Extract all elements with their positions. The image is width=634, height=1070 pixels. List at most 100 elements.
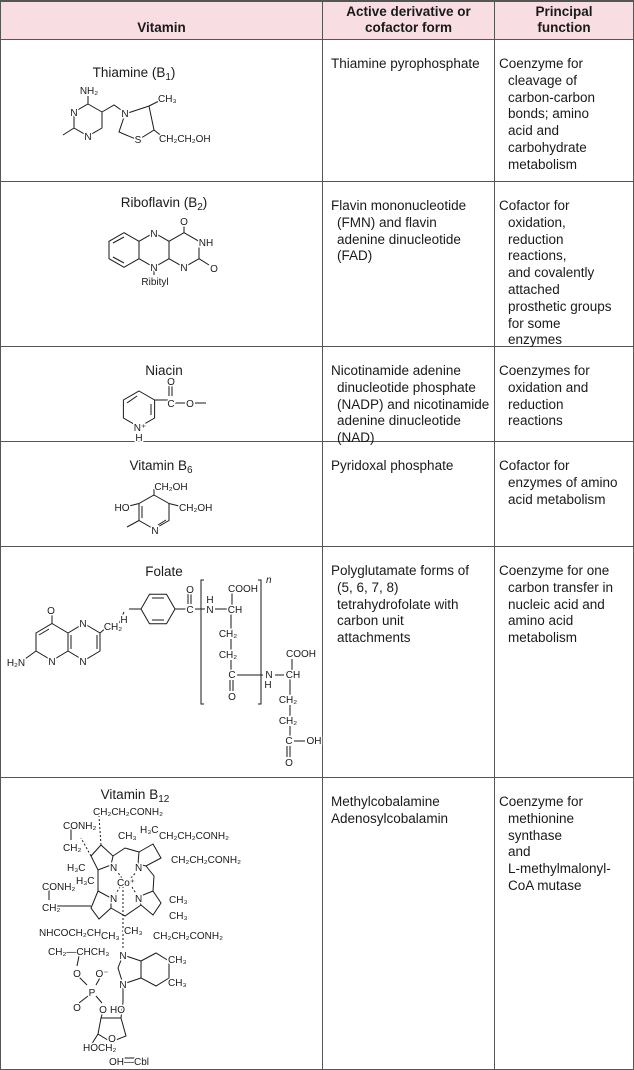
label: n [266,575,272,586]
derivative-line: (5, 6, 7, 8) [337,579,399,595]
function-line: methionine [508,810,575,826]
label: N [79,657,86,668]
function-cell: Coenzyme for cleavage of carbon-carbon b… [495,40,633,181]
label: O [180,217,188,228]
label: CH₃ [168,955,187,966]
function-cell: Coenzyme for one carbon transfer in nucl… [495,547,633,777]
label: CH₂CH₂CONH₂ [93,807,163,818]
header-line: cofactor form [364,20,452,35]
function-line: L-methylmalonyl- [508,861,611,877]
label: N [84,132,91,143]
function-line: carbon-carbon [508,89,596,105]
label: N [79,619,86,630]
label: O [228,692,236,703]
derivative-line: (FMN) and flavin [337,214,437,230]
function-line: metabolism [508,156,578,172]
label: S [135,135,142,146]
function-line: cleavage of [508,72,578,88]
label: NH [199,238,213,249]
function-cell: Coenzymes for oxidation and reduction re… [495,347,633,447]
label: N [150,229,157,240]
derivative-line: adenine dinucleotide [337,413,461,429]
label: N [119,951,126,962]
label: CH₂OH [179,503,212,514]
function-line: reactions [508,413,563,429]
derivative-line: carbon unit [337,613,404,629]
derivative-line: Adenosylcobalamin [331,810,449,826]
function-line: carbon transfer in [508,579,614,595]
label: O [210,264,218,275]
label: CH₂OH [154,482,187,493]
label: CH₂ [42,903,60,914]
function-line: Coenzyme for one [499,563,610,578]
label: Co⁺ [117,878,135,889]
label: CONH₂ [42,882,75,893]
label: HO [110,1005,125,1016]
function-line: acid metabolism [508,491,606,507]
label: N [180,263,187,274]
vitamin-title: Niacin [145,363,183,378]
table-row-thiamine: Thiamine (B1) NH₂ N N N CH₃ S CH₂CH₂OH T… [1,40,633,182]
label: H₃C [67,863,86,874]
label: CH₂ [279,716,297,727]
label: CH₂CH₂CONH₂ [171,855,241,866]
vitamin-cell: Niacin O C O N⁺ H [1,347,323,447]
derivative-line: attachments [337,630,411,646]
label: CH₂ [104,622,122,633]
label: CH₂CH₂CONH₂ [159,831,229,842]
vitamin-title: Vitamin B12 [101,787,170,805]
vitamin-cell: Vitamin B12 CH₂CH₂CONH₂ [1,778,323,1069]
function-line: synthase [508,827,563,843]
function-line: oxidation, [508,214,566,230]
function-line: enzymes [508,332,563,348]
label: N [206,605,213,616]
label: CH₂CH₂OH [159,134,211,145]
label: CH₂—CHCH₃ [48,947,109,958]
label: N [135,894,142,905]
label: O⁻ [95,969,108,980]
derivative-line: (FAD) [337,248,373,264]
derivative-cell: Methylcobalamine Adenosylcobalamin [323,778,495,1069]
label: Ribityl [141,277,168,288]
table-row-niacin: Niacin O C O N⁺ H Nicotinamide adenine d… [1,347,633,447]
label: P [89,988,96,999]
label: HOCH₂ [83,1043,116,1054]
vitamin-title: Vitamin B6 [129,458,193,476]
label: CH₃ [169,911,188,922]
header-vitamin-label: Vitamin [137,20,186,35]
label: CH₃ [118,831,137,842]
function-line: Coenzyme for [499,56,584,71]
label: OH [307,736,322,747]
function-line: Cofactor for [499,198,570,213]
table-row-vitamin-b6: Vitamin B6 CH₂OH HO CH₂OH N Pyridoxal ph… [1,442,633,547]
function-cell: Cofactor for enzymes of amino acid metab… [495,442,633,546]
function-line: bonds; amino [508,106,590,122]
label: CH₂ [219,650,237,661]
label: H [135,433,142,442]
label: N [110,894,117,905]
label: O [73,969,81,980]
derivative-line: Nicotinamide adenine [331,363,461,378]
header-line: function [537,20,591,35]
label: CH₃ [124,926,143,937]
label: CONH₂ [63,821,96,832]
derivative-cell: Pyridoxal phosphate [323,442,495,546]
label: CH₂CH₂CONH₂ [153,931,223,942]
folate-structure: Folate O H₂N N N CH₂ [5,564,323,771]
label: O [285,758,293,769]
function-line: CoA mutase [508,877,582,893]
table-row-riboflavin: Riboflavin (B2) N N O NH N O Ribityl Fla… [1,182,633,350]
function-line: for some [508,315,561,331]
function-line: oxidation and [508,379,589,395]
derivative-line: (NAD) [337,430,375,446]
vitamin-b6-structure: Vitamin B6 CH₂OH HO CH₂OH N [113,458,214,539]
label: C [285,736,292,747]
derivative-line: (NADP) and nicotinamide [337,396,490,412]
label: CH₃ [168,978,187,989]
derivative-line: Polyglutamate forms of [331,563,470,578]
label: CH₃ [101,931,120,942]
